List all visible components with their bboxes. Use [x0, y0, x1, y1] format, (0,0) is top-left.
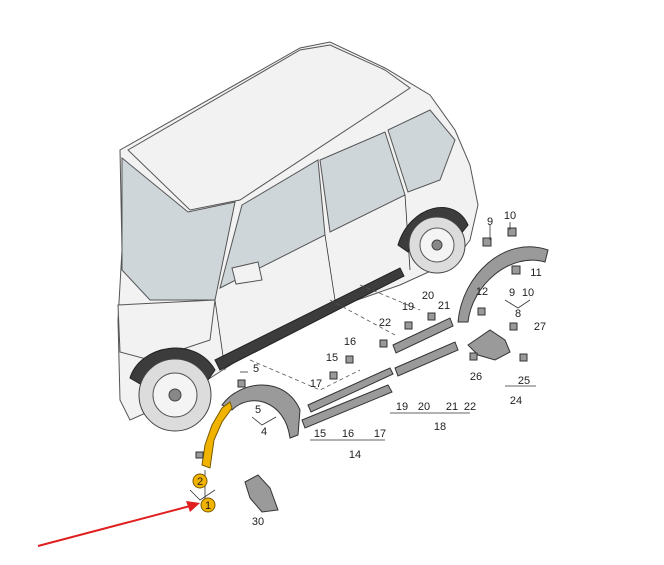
callout-2-badge: [192, 473, 208, 489]
callout-19-b: 19: [396, 401, 408, 413]
callout-10-a: 10: [504, 210, 516, 222]
car-illustration: [117, 41, 479, 432]
callout-15-b: 15: [314, 428, 326, 440]
callout-14: 14: [349, 449, 361, 461]
callout-8: 8: [515, 308, 521, 320]
callout-22-b: 22: [464, 401, 476, 413]
callout-12: 12: [476, 286, 488, 298]
callout-5-b: 5: [255, 404, 261, 416]
callout-22-a: 22: [379, 317, 391, 329]
callout-9-b: 9: [509, 287, 515, 299]
red-arrow: [37, 501, 200, 547]
callout-20-b: 20: [418, 401, 430, 413]
callout-2: 2: [197, 476, 203, 488]
callout-4: 4: [261, 426, 267, 438]
callout-16-b: 16: [342, 428, 354, 440]
callout-24: 24: [510, 395, 522, 407]
callout-17-b: 17: [374, 428, 386, 440]
callout-1-badge: [200, 497, 216, 513]
callout-15-a: 15: [326, 352, 338, 364]
callout-labels: 1 2 4 4 5 5 8 9 9 10 10 11 12 14 15 15 1…: [192, 210, 546, 528]
callout-21-b: 21: [446, 401, 458, 413]
callout-20-a: 20: [422, 290, 434, 302]
callout-26: 26: [470, 371, 482, 383]
callout-21-a: 21: [438, 300, 450, 312]
callout-19-a: 19: [402, 301, 414, 313]
callout-9-a: 9: [487, 216, 493, 228]
callout-11: 11: [530, 267, 541, 279]
callout-18: 18: [434, 421, 446, 433]
callout-30: 30: [252, 516, 264, 528]
callout-10-b: 10: [522, 287, 534, 299]
callout-17-a: 17: [310, 378, 322, 390]
callout-16-a: 16: [344, 336, 356, 348]
callout-5-a: 5: [253, 363, 259, 375]
parts: [195, 227, 549, 513]
callout-1: 1: [205, 500, 211, 512]
callout-27: 27: [534, 321, 546, 333]
callout-25: 25: [518, 375, 530, 387]
